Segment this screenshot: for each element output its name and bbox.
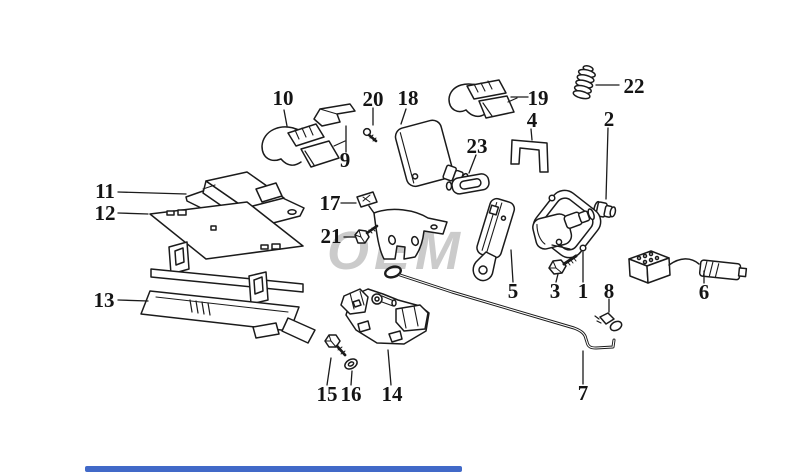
part-6-harness-drawing [628,250,748,284]
callout-13: 13 [94,288,115,312]
callout-14: 14 [382,382,404,406]
part-21-screw-drawing [354,224,379,244]
callout-4: 4 [527,108,538,132]
horizontal-scrollbar-thumb[interactable] [85,466,462,472]
callout-8: 8 [604,279,615,303]
part-7-rod-drawing [384,265,616,350]
callout-23: 23 [467,134,488,158]
callout-1: 1 [578,279,589,303]
part-19-cable-drawing [448,79,518,119]
callout-10: 10 [273,86,294,110]
leader-lines [117,84,705,386]
part-22-spring-drawing [572,65,596,100]
callout-6: 6 [699,280,710,304]
callout-21: 21 [321,224,342,248]
callout-2: 2 [604,107,615,131]
part-17-bracket-drawing [356,191,448,260]
callout-11: 11 [95,179,115,203]
callout-12: 12 [95,201,116,225]
callout-9: 9 [340,148,351,172]
callout-5: 5 [508,279,519,303]
callout-19: 19 [528,86,549,110]
callout-18: 18 [398,86,419,110]
callout-labels: 10 20 18 19 22 9 4 2 23 11 12 17 21 13 5… [94,74,710,406]
callout-20: 20 [363,87,384,111]
callout-7: 7 [578,381,589,405]
callout-3: 3 [550,279,561,303]
callout-16: 16 [341,382,362,406]
callout-15: 15 [317,382,338,406]
callout-22: 22 [624,74,645,98]
callout-17: 17 [320,191,341,215]
part-15-screw-drawing [324,334,347,357]
part-3-bolt-drawing [548,254,578,275]
part-5-actuator-drawing [472,197,516,282]
part-14-latch-drawing [340,288,430,345]
part-1-lock-plate-drawing [532,189,602,259]
part-23-sleeve-drawing [445,173,490,195]
part-4-uclip-drawing [510,139,549,173]
part-16-washer-drawing [344,358,358,370]
part-9-clip-drawing [313,103,356,127]
part-20-screw-drawing [362,127,378,143]
part-8-bulb-drawing [594,312,623,332]
part-10-cable-drawing [261,123,346,168]
part-13-tray-drawing [140,241,316,344]
part-2-plug-drawing [593,200,617,218]
